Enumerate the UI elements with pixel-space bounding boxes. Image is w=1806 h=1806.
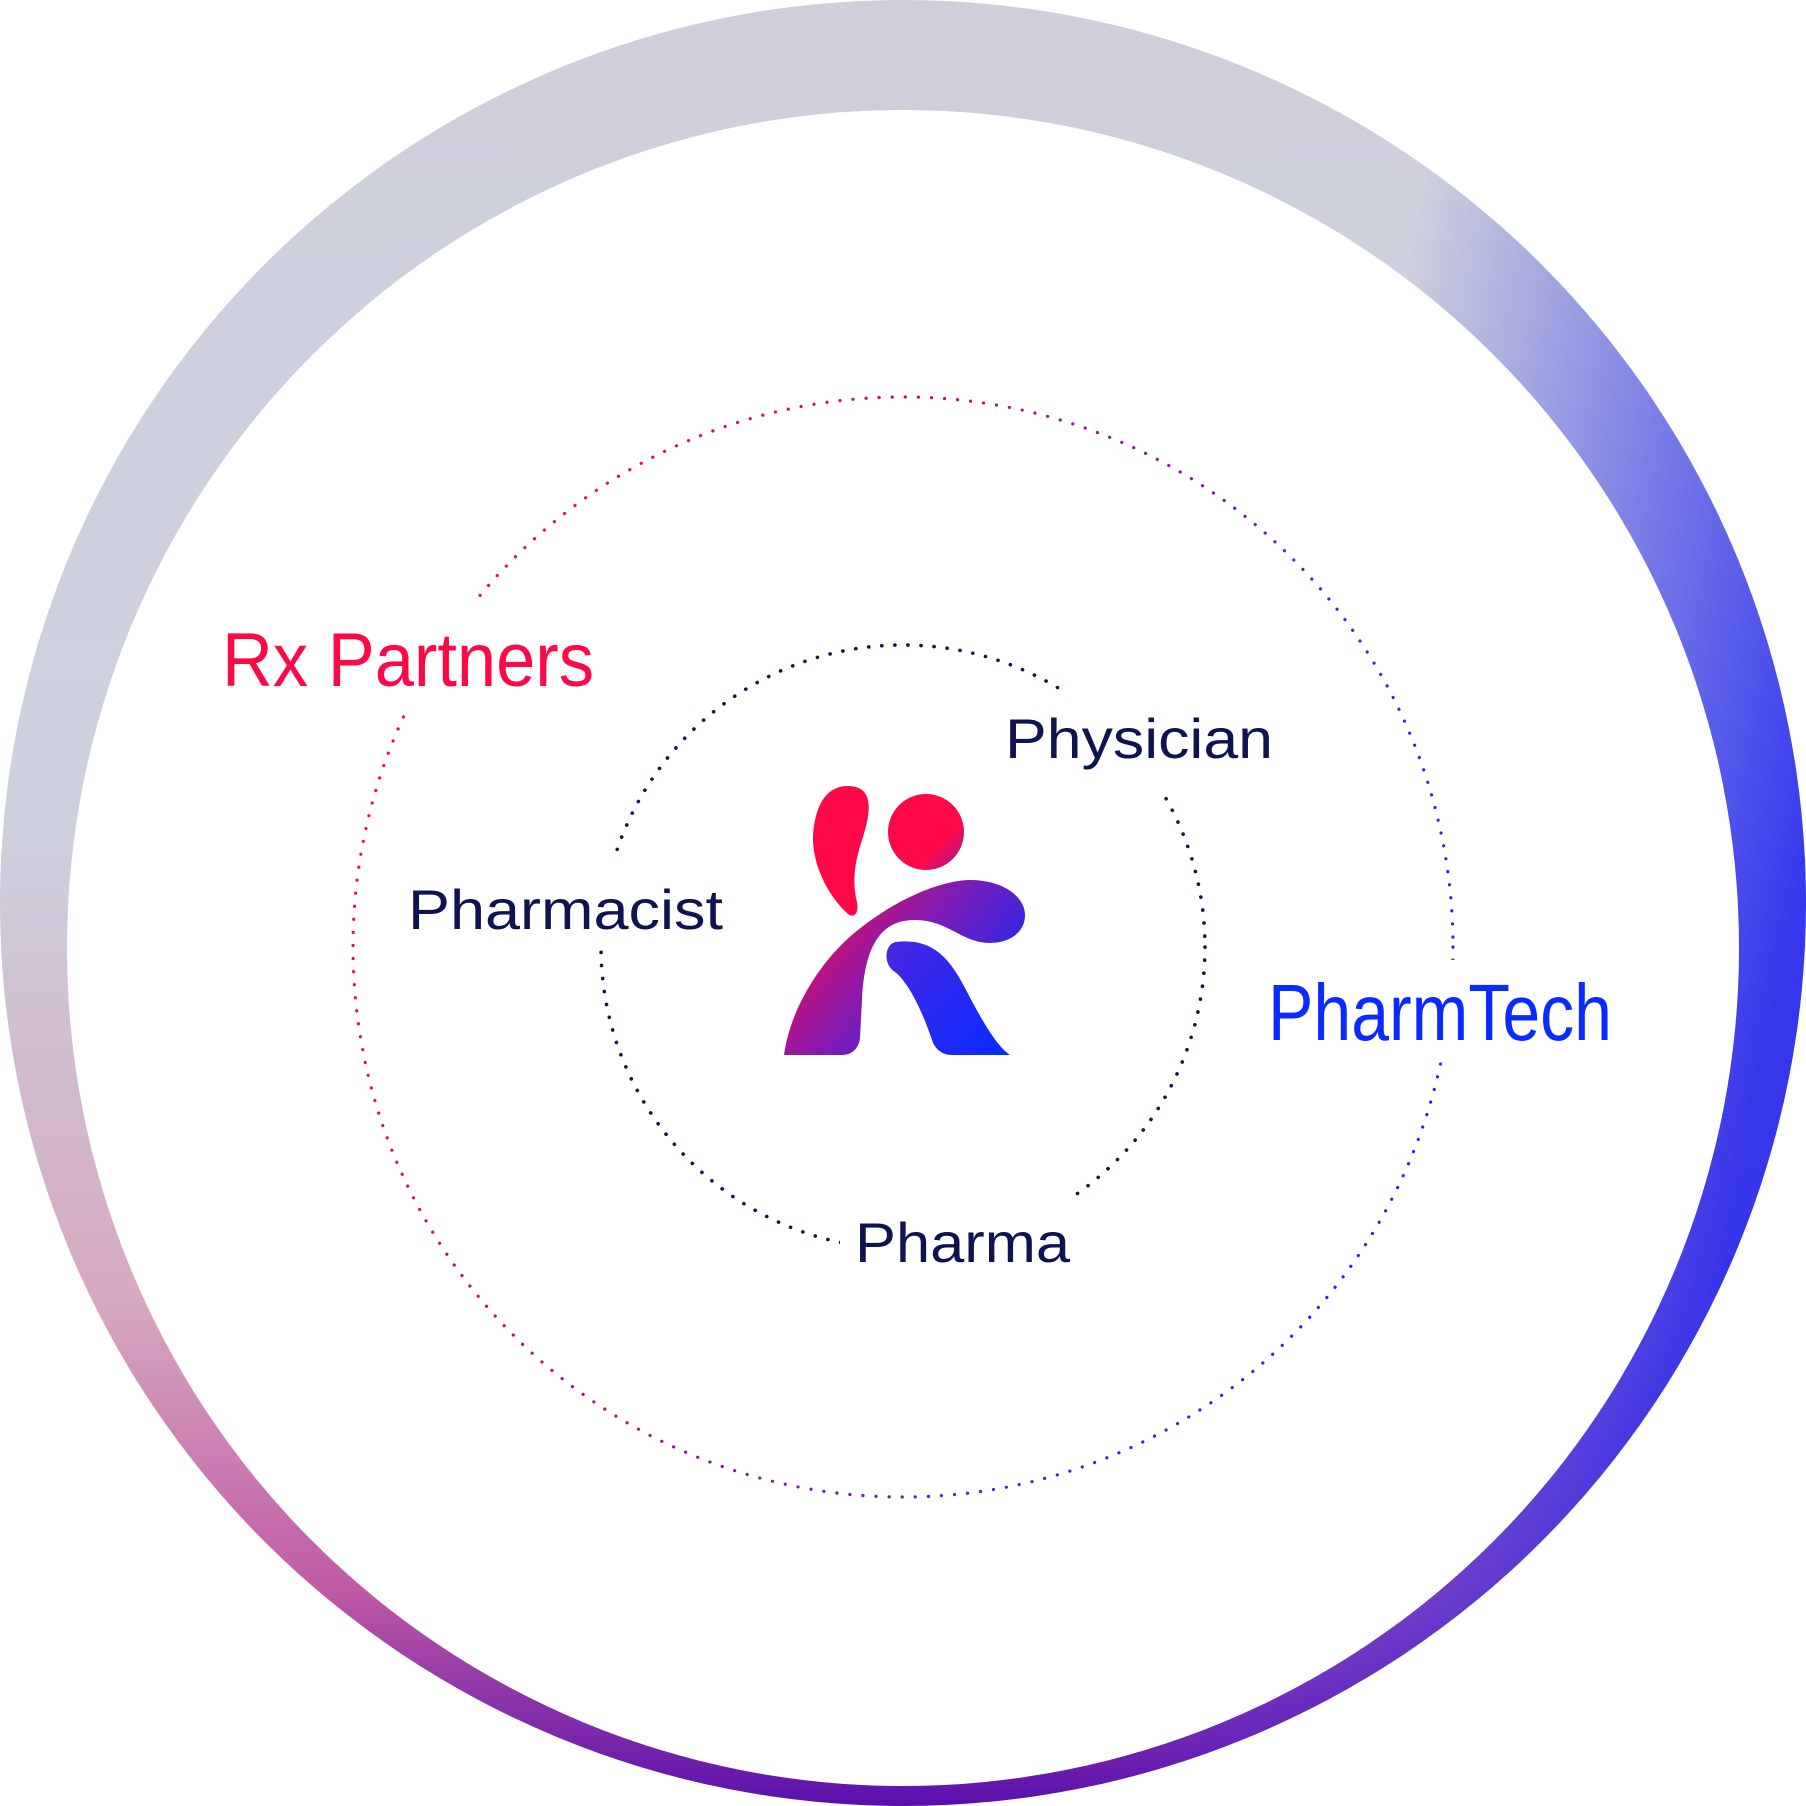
person-figure-logo: [784, 785, 1025, 1055]
inner-dashed-circle: [599, 643, 1207, 1251]
logo-body-shape: [784, 880, 1025, 1055]
outer-dashed-circle: [351, 395, 1455, 1499]
pharmacist-label: Pharmacist: [408, 878, 723, 941]
logo-head-shape: [888, 794, 964, 870]
pharmtech-label: PharmTech: [1268, 968, 1612, 1057]
label-backdrops: [222, 600, 1632, 1280]
logo-drop-shape: [813, 785, 869, 916]
pharma-label: Pharma: [855, 1211, 1071, 1274]
physician-label: Physician: [1005, 707, 1273, 770]
rx-partners-label: Rx Partners: [222, 618, 594, 703]
logo-leg-shape: [886, 941, 1010, 1055]
